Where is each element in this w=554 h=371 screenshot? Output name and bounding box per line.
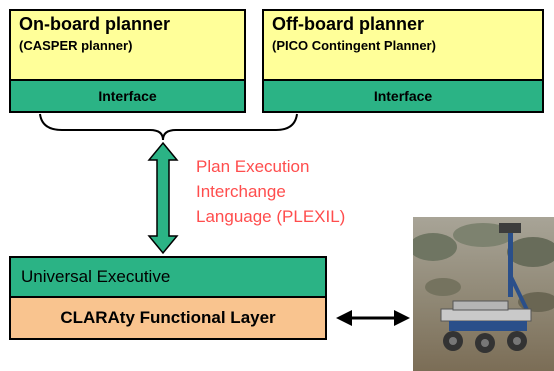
universal-executive: Universal Executive (9, 256, 327, 298)
plexil-label: Plan Execution Interchange Language (PLE… (196, 154, 345, 229)
plexil-line-3: Language (PLEXIL) (196, 207, 346, 226)
onboard-planner-box: On-board planner (CASPER planner) (9, 9, 246, 81)
plexil-line-2: Interchange (196, 182, 286, 201)
offboard-planner-subtitle: (PICO Contingent Planner) (272, 38, 436, 53)
onboard-planner-title: On-board planner (19, 14, 171, 34)
plexil-line-1: Plan Execution (196, 157, 310, 176)
onboard-planner-subtitle: (CASPER planner) (19, 38, 133, 53)
interface-bracket (39, 113, 298, 141)
rover-link-arrow (336, 310, 410, 326)
offboard-interface: Interface (262, 79, 544, 113)
onboard-interface: Interface (9, 79, 246, 113)
plexil-double-arrow (147, 141, 179, 255)
claraty-functional-layer: CLARAty Functional Layer (9, 296, 327, 340)
rover-photo (413, 217, 554, 371)
offboard-planner-title: Off-board planner (272, 14, 424, 34)
